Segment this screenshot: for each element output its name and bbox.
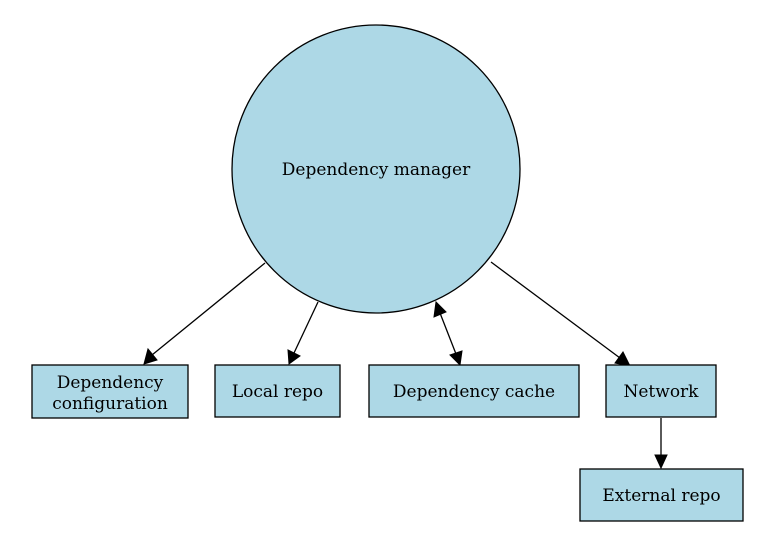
- node-dependency-configuration: Dependency configuration: [31, 364, 189, 419]
- edge-manager-cache: [439, 312, 457, 355]
- arrowhead-cache-bottom: [449, 350, 463, 367]
- dependency-configuration-box: [31, 364, 189, 419]
- node-dependency-manager: Dependency manager: [231, 24, 521, 314]
- network-box: [605, 364, 717, 418]
- arrowhead-configuration: [143, 347, 158, 365]
- arrowhead-external-repo: [654, 454, 668, 470]
- local-repo-label: Local repo: [232, 382, 323, 402]
- dependency-manager-label: Dependency manager: [282, 160, 471, 180]
- edge-manager-to-network: [490, 261, 621, 359]
- dependency-cache-box: [368, 364, 580, 418]
- dependency-manager-circle: [231, 24, 521, 314]
- node-dependency-cache: Dependency cache: [368, 364, 580, 418]
- node-local-repo: Local repo: [214, 364, 341, 418]
- edges: [143, 261, 668, 470]
- arrowhead-network: [614, 351, 631, 367]
- edge-manager-to-configuration: [151, 262, 266, 356]
- local-repo-box: [214, 364, 341, 418]
- external-repo-box: [579, 468, 744, 522]
- dependency-cache-label: Dependency cache: [393, 382, 555, 402]
- external-repo-label: External repo: [602, 486, 720, 506]
- node-external-repo: External repo: [579, 468, 744, 522]
- arrowhead-cache-top: [433, 300, 447, 318]
- edge-manager-to-local-repo: [293, 301, 319, 354]
- dependency-configuration-label-line2: configuration: [52, 394, 168, 414]
- arrowhead-local-repo: [287, 349, 301, 365]
- dependency-configuration-label-line1: Dependency: [57, 373, 164, 393]
- node-network: Network: [605, 364, 717, 418]
- network-label: Network: [624, 382, 700, 402]
